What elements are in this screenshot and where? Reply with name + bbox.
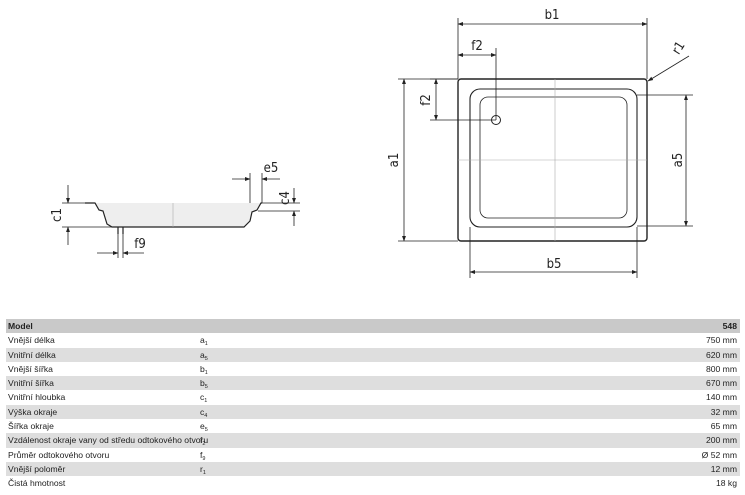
label-a5: a5 — [671, 153, 686, 168]
row-value: 140 mm — [705, 392, 737, 403]
row-name: Vnitřní šířka — [8, 378, 54, 389]
row-symbol-base: a — [200, 349, 205, 360]
row-value: 750 mm — [705, 335, 737, 346]
label-r1: r1 — [669, 39, 688, 57]
row-symbol: f2 — [200, 433, 205, 451]
row-name: Vnější délka — [8, 335, 55, 346]
row-name: Vnější poloměr — [8, 463, 66, 474]
row-name: Čistá hmotnost — [8, 478, 66, 489]
row-symbol-sub: 2 — [202, 441, 206, 448]
row-symbol-base: b — [200, 378, 205, 389]
table-row: Vzdálenost okraje vany od středu odtokov… — [6, 433, 740, 448]
row-symbol: a1 — [200, 333, 208, 351]
row-symbol-base: b — [200, 363, 205, 374]
row-value: Ø 52 mm — [701, 449, 737, 460]
label-f9: f9 — [134, 237, 146, 252]
row-value: 65 mm — [710, 421, 737, 432]
row-symbol-sub: 1 — [204, 341, 208, 348]
label-e5: e5 — [264, 161, 279, 176]
row-symbol: c1 — [200, 390, 207, 408]
table-row: Průměr odtokového otvoru f9 Ø 52 mm — [6, 448, 740, 462]
table-row: Šířka okraje e5 65 mm — [6, 419, 740, 433]
row-symbol: c4 — [200, 405, 207, 423]
row-symbol-base: c — [200, 406, 205, 417]
tray-section — [85, 202, 262, 228]
label-f2-top: f2 — [471, 39, 483, 54]
table-row: Vnitřní hloubka c1 140 mm — [6, 390, 740, 404]
header-model-label: Model — [8, 321, 33, 331]
row-symbol: b5 — [200, 376, 208, 394]
label-a1: a1 — [387, 153, 402, 168]
table-row: Výška okraje c4 32 mm — [6, 404, 740, 420]
row-value: 800 mm — [705, 363, 737, 374]
table-row: Vnitřní délka a5 620 mm — [6, 347, 740, 362]
plan-view — [398, 18, 693, 278]
row-symbol: e5 — [200, 419, 208, 437]
row-symbol: b1 — [200, 362, 208, 380]
table-row: Čistá hmotnost 18 kg — [6, 476, 740, 490]
row-name: Vnější šířka — [8, 363, 53, 374]
row-symbol-sub: 1 — [202, 469, 206, 476]
label-b5: b5 — [547, 257, 562, 272]
row-symbol-base: r — [200, 463, 203, 474]
label-c4: c4 — [278, 191, 293, 205]
table-row: Vnější délka a1 750 mm — [6, 333, 740, 347]
row-symbol-base: a — [200, 335, 205, 346]
row-symbol-sub: 5 — [204, 355, 208, 362]
row-symbol-sub: 9 — [202, 455, 206, 462]
row-value: 620 mm — [705, 349, 737, 360]
row-symbol: a5 — [200, 348, 208, 366]
row-value: 18 kg — [715, 478, 737, 489]
table-header: Model 548 — [6, 319, 740, 334]
row-symbol-sub: 5 — [204, 427, 208, 434]
row-symbol-base: c — [200, 392, 205, 403]
row-symbol: r1 — [200, 462, 206, 480]
row-name: Vnitřní délka — [8, 349, 56, 360]
row-value: 12 mm — [710, 463, 737, 474]
table-row: Vnitřní šířka b5 670 mm — [6, 376, 740, 391]
basin-bottom — [479, 96, 628, 219]
technical-drawing: b1 f2 r1 f2 a1 a5 b5 e5 c4 c1 f9 — [50, 8, 693, 278]
row-symbol: f9 — [200, 448, 205, 466]
row-symbol-sub: 4 — [204, 412, 208, 419]
row-symbol-base: e — [200, 421, 205, 432]
row-name: Šířka okraje — [8, 421, 54, 432]
row-value: 670 mm — [705, 378, 737, 389]
table-row: Vnější poloměr r1 12 mm — [6, 461, 740, 477]
header-model-value: 548 — [722, 321, 737, 331]
row-name: Průměr odtokového otvoru — [8, 449, 110, 460]
row-symbol-base: f — [200, 449, 203, 460]
side-view — [62, 173, 300, 258]
row-name: Vzdálenost okraje vany od středu odtokov… — [8, 435, 209, 446]
row-symbol-base: f — [200, 435, 203, 446]
row-symbol-sub: 1 — [204, 398, 208, 405]
row-symbol-sub: 5 — [204, 384, 208, 391]
table-row: Vnější šířka b1 800 mm — [6, 362, 740, 376]
label-f2-side: f2 — [419, 94, 434, 106]
row-value: 200 mm — [705, 435, 737, 446]
row-value: 32 mm — [710, 406, 737, 417]
label-b1: b1 — [545, 8, 560, 23]
row-symbol-sub: 1 — [204, 369, 208, 376]
inner-outline — [469, 88, 638, 228]
row-name: Vnitřní hloubka — [8, 392, 66, 403]
row-name: Výška okraje — [8, 406, 58, 417]
label-c1: c1 — [50, 208, 65, 222]
